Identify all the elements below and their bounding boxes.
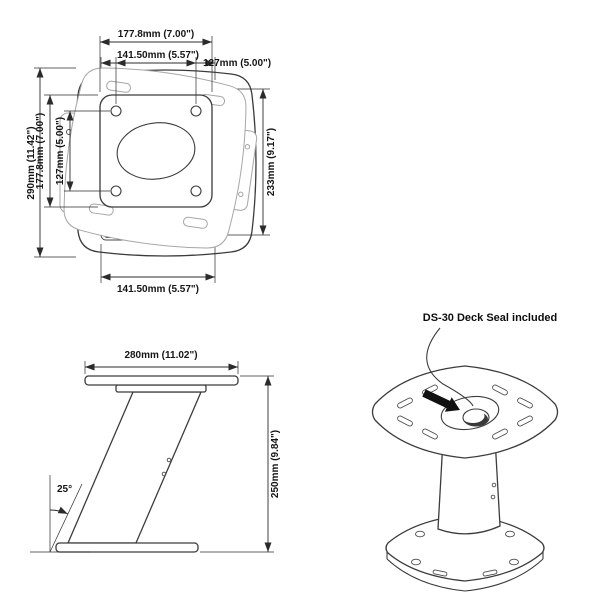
angled-column: [67, 391, 202, 544]
dim-label-bolt-width: 127mm (5.00"): [203, 58, 271, 69]
dim-label-width-bottom: 141.50mm (5.57"): [117, 284, 199, 295]
dim-label-top-width: 280mm (11.02"): [124, 350, 197, 361]
callout-leader-line: [426, 327, 474, 407]
dimension-outer-height: 177.8mm (7.00"): [35, 94, 98, 208]
top-flange: [115, 384, 207, 393]
iso-plate-slots: [397, 384, 533, 440]
dimension-height-left: 290mm (11.42"): [26, 67, 76, 258]
dimension-outer-width: 177.8mm (7.00"): [99, 29, 213, 92]
pointer-arrow-icon: [422, 389, 460, 412]
top-plate: [84, 375, 239, 386]
pedestal-profile: [55, 375, 239, 553]
pedestal-side-view: 25° 280mm (11.02") 250mm (9.84"): [30, 350, 281, 553]
iso-column: [437, 437, 501, 535]
deck-seal-callout-label: DS-30 Deck Seal included: [423, 312, 558, 324]
angle-annotation: 25°: [30, 475, 90, 553]
angle-label: 25°: [57, 484, 72, 495]
dimension-bolt-height: 127mm (5.00"): [55, 110, 110, 192]
iso-hub: [440, 395, 500, 431]
pedestal-isometric-view: DS-30 Deck Seal included: [371, 312, 559, 592]
dim-label-height-left: 290mm (11.42"): [26, 126, 37, 199]
iso-top-plate: [371, 365, 559, 459]
dimension-bolt-width: 127mm (5.00"): [115, 57, 271, 104]
dimension-top-width: 280mm (11.02"): [84, 350, 239, 374]
base-flange-view: 177.8mm (7.00") 127mm (5.00") 127mm (5.0…: [35, 29, 271, 249]
dim-label-outer-width: 177.8mm (7.00"): [118, 29, 194, 40]
dim-label-height-right: 233mm (9.17"): [266, 128, 277, 196]
dim-label-width-top: 141.50mm (5.57"): [117, 50, 199, 61]
base-plate: [55, 542, 199, 553]
iso-base-plate: [385, 514, 545, 592]
deck-seal-hole: [116, 122, 196, 180]
dim-label-bolt-height: 127mm (5.00"): [55, 117, 66, 185]
dimension-width-bottom: 141.50mm (5.57"): [100, 244, 216, 295]
dim-label-outer-height: 177.8mm (7.00"): [35, 113, 46, 189]
dim-label-height: 250mm (9.84"): [270, 430, 281, 498]
square-flange: [99, 94, 213, 208]
dimension-height: 250mm (9.84"): [200, 375, 281, 553]
